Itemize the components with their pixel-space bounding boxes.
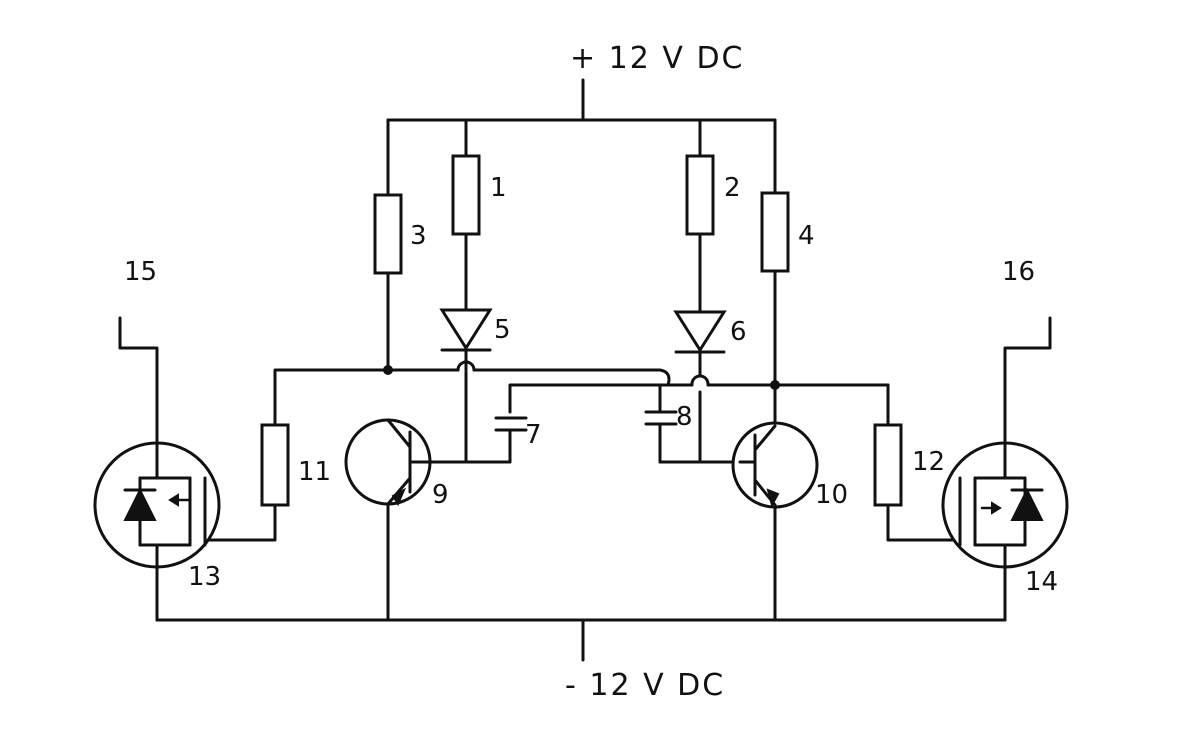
positive-rail (386, 78, 777, 122)
mosfet-13-label: 13 (188, 562, 221, 592)
mosfet-13 (93, 316, 221, 622)
diode-6-label: 6 (730, 317, 747, 347)
diode-5 (439, 308, 493, 464)
resistor-11-label: 11 (298, 457, 331, 487)
capacitor-8 (644, 410, 742, 464)
resistor-4 (760, 118, 790, 432)
output-16-label: 16 (1002, 257, 1035, 287)
mosfet-14-label: 14 (1025, 567, 1058, 597)
diode-5-label: 5 (494, 315, 511, 345)
resistor-2-label: 2 (724, 173, 741, 203)
transistor-9-label: 9 (432, 480, 449, 510)
resistor-2 (685, 118, 715, 312)
mosfet-14 (941, 316, 1069, 622)
positive-supply-label: + 12 V DC (570, 41, 745, 76)
capacitor-8-label: 8 (676, 402, 693, 432)
cross-wire-right (508, 380, 890, 427)
resistor-1-label: 1 (490, 173, 507, 203)
capacitor-7 (423, 416, 528, 464)
negative-rail (155, 618, 1007, 662)
resistor-11 (203, 423, 290, 542)
diode-6 (673, 310, 727, 464)
resistor-12-label: 12 (912, 447, 945, 477)
cross-wire-left (273, 365, 671, 427)
transistor-10-label: 10 (815, 480, 848, 510)
resistor-12 (873, 423, 962, 542)
resistor-4-label: 4 (798, 221, 815, 251)
resistor-3 (373, 118, 403, 372)
transistor-10 (731, 421, 819, 622)
output-15-label: 15 (124, 257, 157, 287)
capacitor-7-label: 7 (525, 420, 542, 450)
transistor-9 (344, 418, 432, 622)
resistor-3-label: 3 (410, 221, 427, 251)
negative-supply-label: - 12 V DC (565, 668, 725, 703)
resistor-1 (451, 118, 481, 312)
